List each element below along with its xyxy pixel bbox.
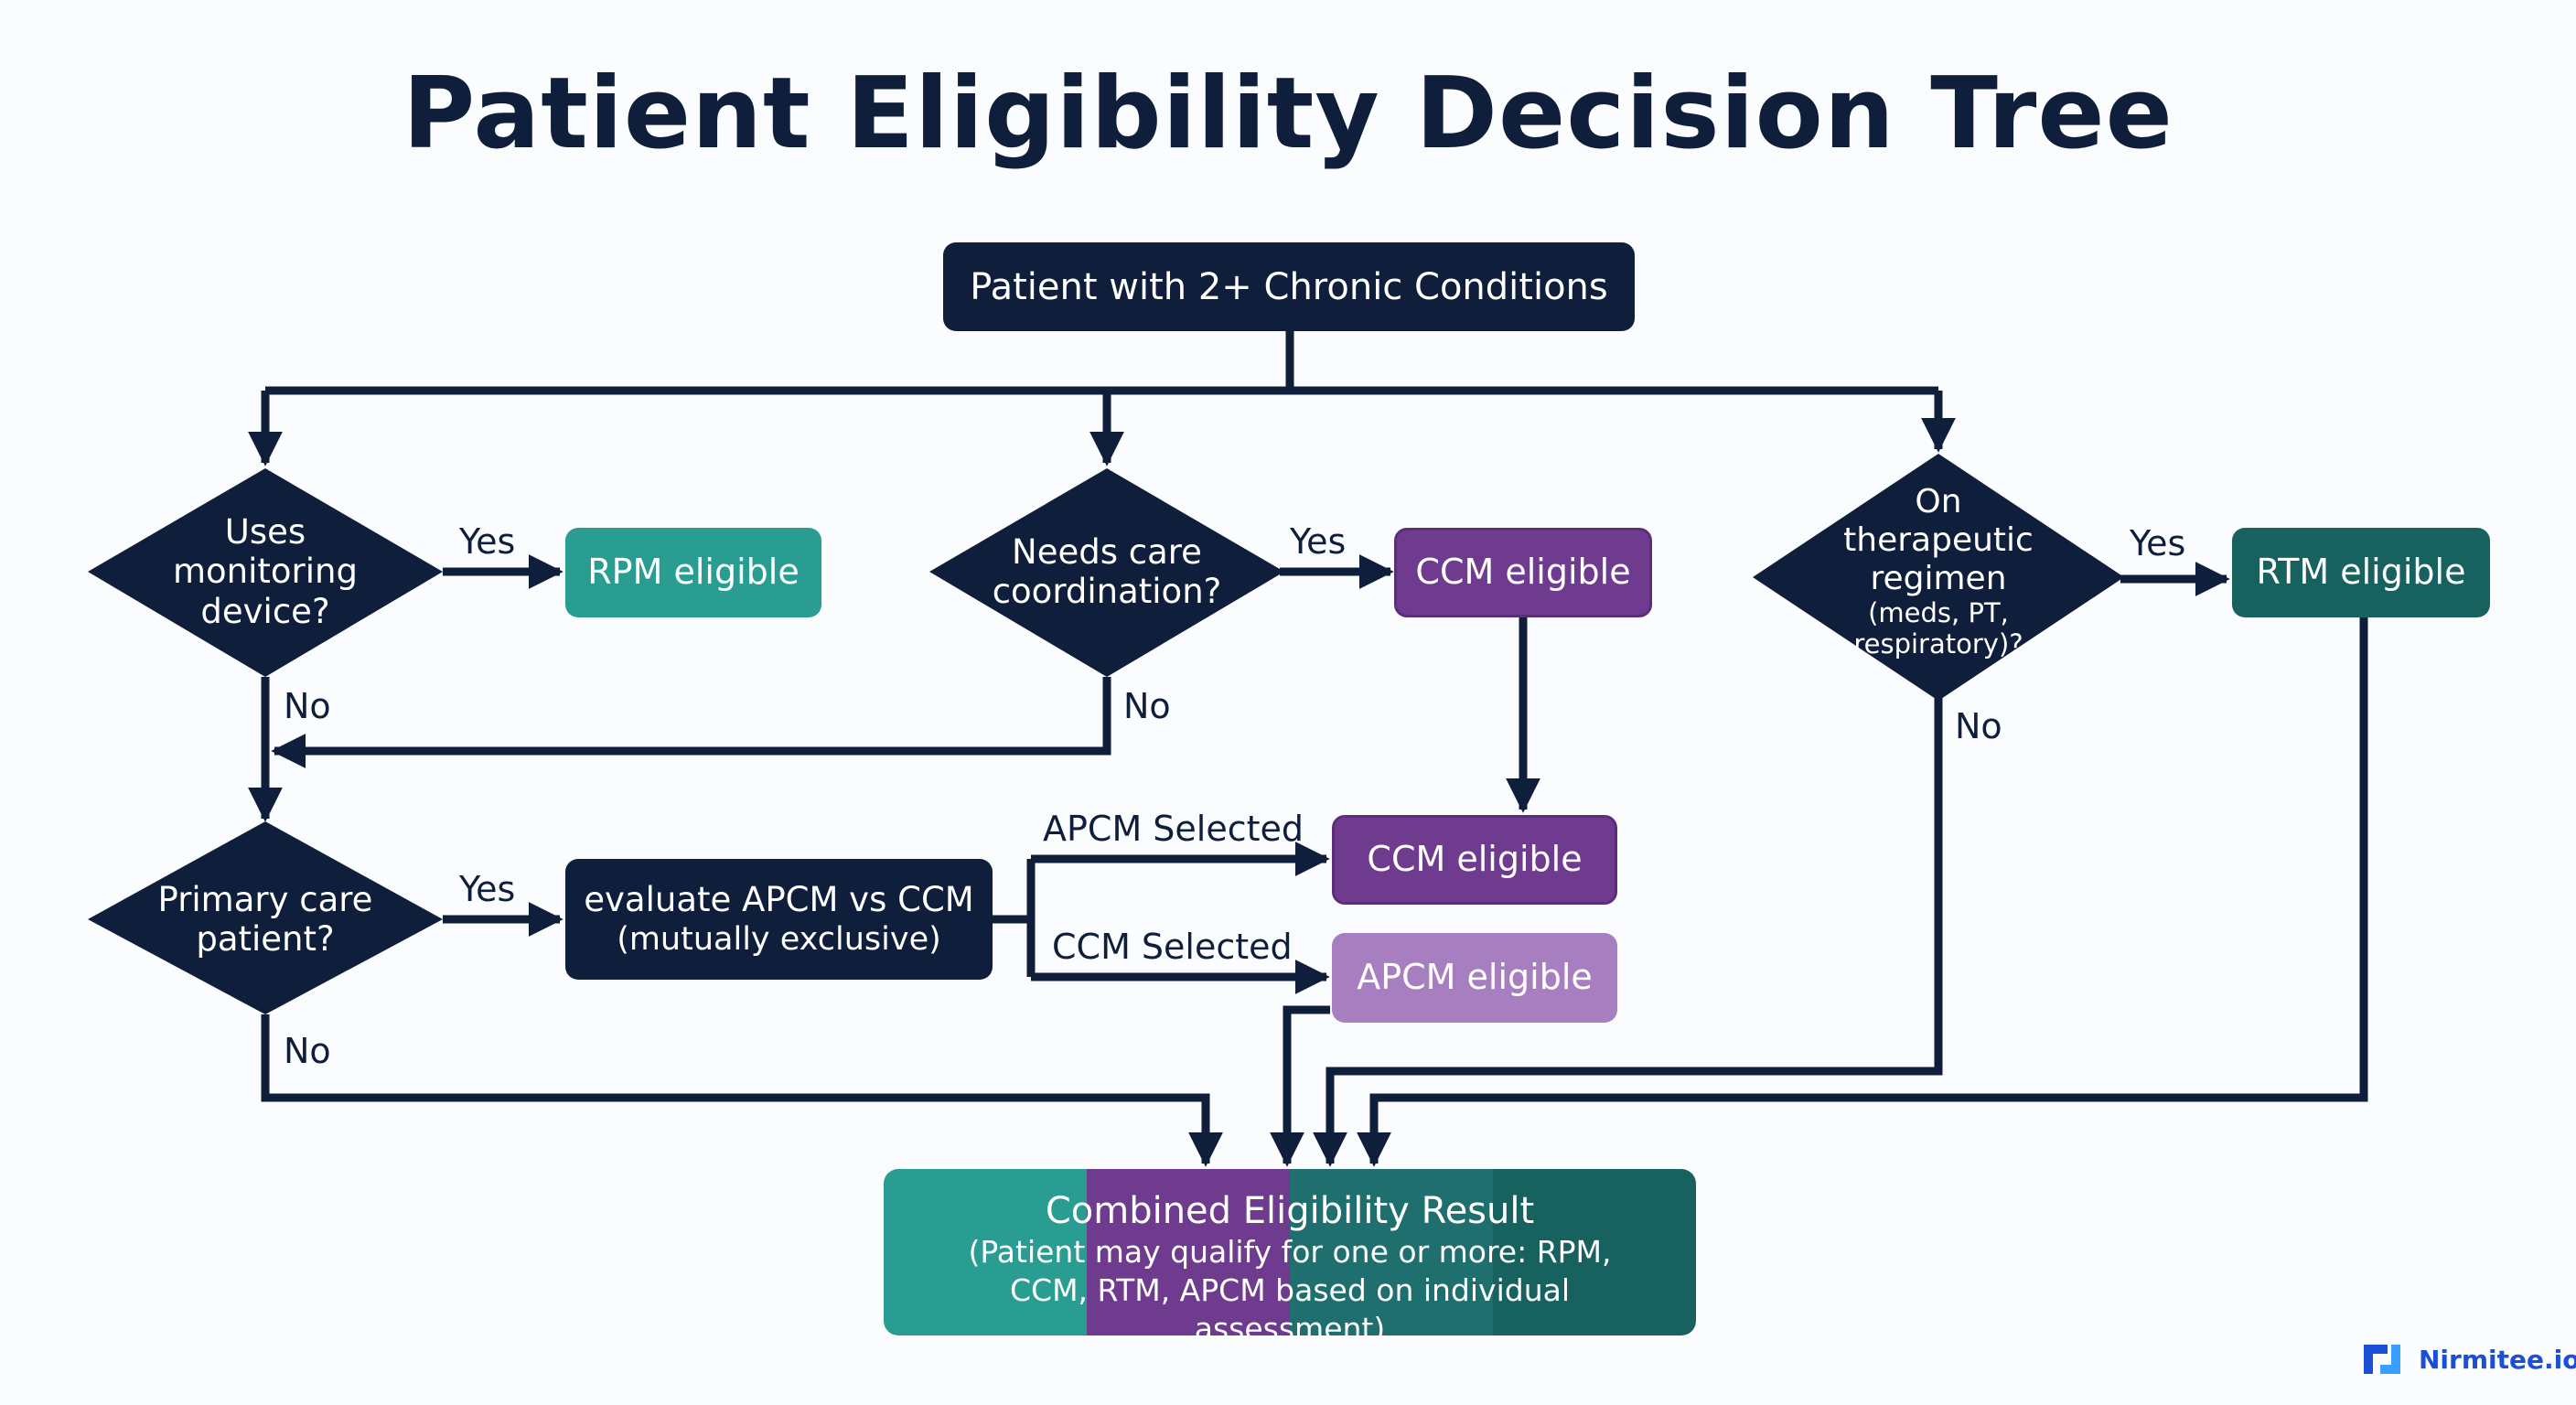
decision-primary-label: Primary care patient? — [157, 879, 373, 959]
edge-primary-no — [261, 1014, 1223, 1167]
therapeutic-main-text: On therapeutic regimen — [1843, 482, 2034, 598]
nirmitee-logo-icon — [2364, 1345, 2400, 1374]
evaluate-sub-text: (mutually exclusive) — [617, 921, 941, 959]
combined-result-title: Combined Eligibility Result — [1045, 1190, 1535, 1232]
edge-label-therapeutic-no: No — [1955, 706, 2002, 746]
edge-label-apcm-selected: APCM Selected — [1043, 809, 1304, 849]
edge-label-therapeutic-yes: Yes — [2130, 523, 2186, 563]
evaluate-apcm-ccm-box: evaluate APCM vs CCM (mutually exclusive… — [565, 859, 993, 980]
combined-result-box: Combined Eligibility Result (Patient may… — [884, 1169, 1696, 1335]
therapeutic-sub-text: (meds, PT, respiratory)? — [1853, 597, 2023, 660]
decision-coordination-diamond — [929, 468, 1284, 677]
edge-coordination-no — [271, 677, 1111, 768]
edge-label-primary-no: No — [284, 1031, 331, 1071]
combined-result-subtitle: (Patient may qualify for one or more: RP… — [968, 1234, 1612, 1335]
decision-coordination-label: Needs care coordination? — [992, 531, 1222, 611]
rpm-eligible-box: RPM eligible — [565, 528, 821, 617]
decision-primary-diamond — [88, 821, 443, 1014]
decision-monitoring-label: Uses monitoring device? — [173, 512, 358, 631]
brand-footer: Nirmitee.io — [2364, 1343, 2576, 1376]
edge-label-monitoring-no: No — [284, 686, 331, 726]
decision-therapeutic-diamond — [1753, 454, 2124, 701]
edge-apcm-to-result — [1270, 1005, 1330, 1167]
decision-therapeutic-label: On therapeutic regimen (meds, PT, respir… — [1791, 483, 2086, 660]
edge-rtm-to-result — [1357, 617, 2368, 1167]
start-node-label: Patient with 2+ Chronic Conditions — [970, 265, 1608, 308]
edge-label-monitoring-yes: Yes — [459, 521, 516, 562]
edge-label-ccm-selected: CCM Selected — [1052, 927, 1293, 967]
edge-label-primary-yes: Yes — [459, 869, 516, 909]
ccm-eligible-box-top: CCM eligible — [1394, 528, 1652, 617]
edge-label-coordination-no: No — [1123, 686, 1171, 726]
edge-label-coordination-yes: Yes — [1290, 521, 1347, 562]
edge-therapeutic-no — [1313, 696, 1943, 1167]
start-node: Patient with 2+ Chronic Conditions — [943, 242, 1635, 331]
page-title: Patient Eligibility Decision Tree — [402, 57, 2174, 171]
rtm-eligible-box: RTM eligible — [2232, 528, 2490, 617]
ccm-eligible-box-mid: CCM eligible — [1332, 815, 1617, 905]
apcm-eligible-box: APCM eligible — [1332, 933, 1617, 1023]
evaluate-main-text: evaluate APCM vs CCM — [584, 879, 974, 919]
decision-monitoring-diamond — [88, 468, 443, 677]
brand-name: Nirmitee.io — [2419, 1344, 2576, 1375]
